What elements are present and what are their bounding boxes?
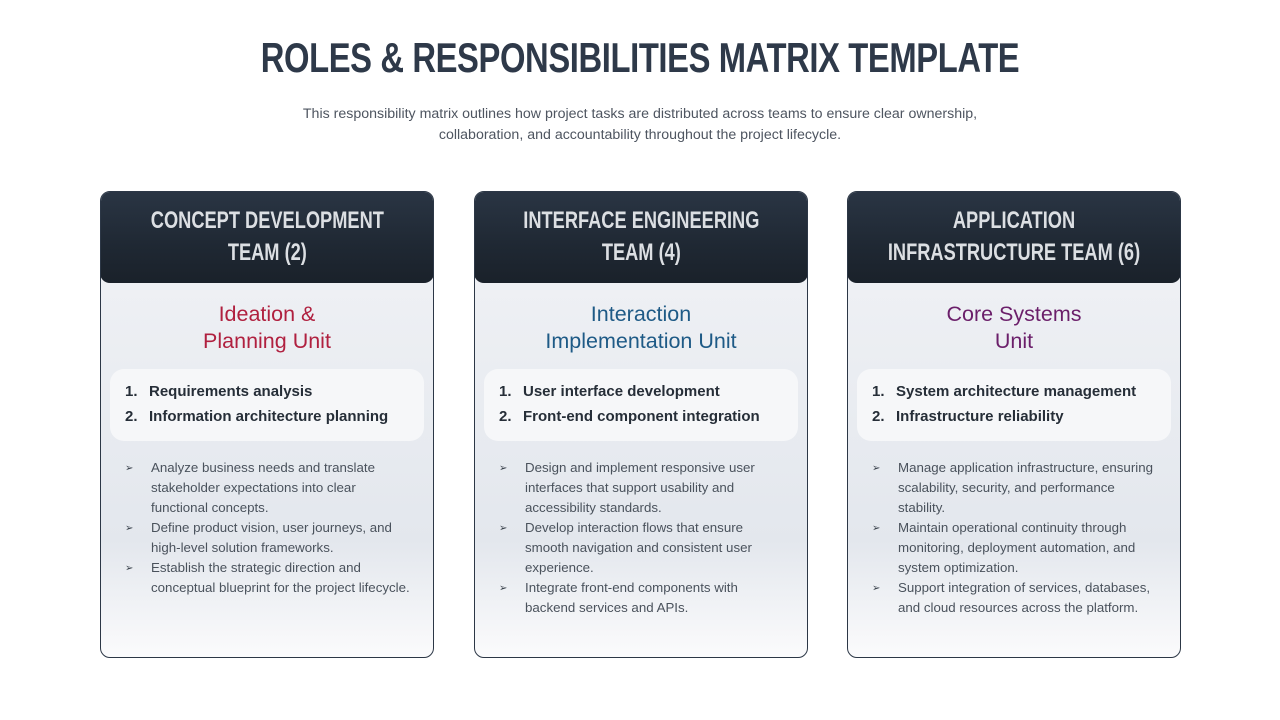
priority-item: 2. Information architecture planning: [125, 404, 424, 429]
priority-label: Requirements analysis: [149, 383, 313, 400]
priority-item: 1. System architecture management: [872, 379, 1171, 404]
list-item-text: Develop interaction flows that ensure sm…: [525, 520, 752, 575]
arrow-bullet-icon: ➢: [872, 463, 881, 474]
arrow-bullet-icon: ➢: [125, 563, 134, 574]
list-item-text: Analyze business needs and translate sta…: [151, 460, 375, 515]
priority-label: User interface development: [523, 383, 720, 400]
priority-label: Infrastructure reliability: [896, 408, 1064, 425]
priority-item: 1. Requirements analysis: [125, 379, 424, 404]
team-header: CONCEPT DEVELOPMENT TEAM (2): [101, 192, 433, 283]
priority-item: 2. Infrastructure reliability: [872, 404, 1171, 429]
arrow-bullet-icon: ➢: [125, 463, 134, 474]
team-name: APPLICATION INFRASTRUCTURE TEAM (6): [887, 207, 1141, 266]
list-item-text: Define product vision, user journeys, an…: [151, 520, 392, 555]
priority-list: 1. Requirements analysis 2. Information …: [110, 369, 424, 441]
arrow-bullet-icon: ➢: [499, 583, 508, 594]
priority-number: 1.: [499, 383, 512, 400]
arrow-bullet-icon: ➢: [872, 523, 881, 534]
page-subtitle: This responsibility matrix outlines how …: [240, 104, 1040, 146]
unit-title: Interaction Implementation Unit: [545, 302, 737, 353]
priority-number: 2.: [125, 408, 138, 425]
priority-label: System architecture management: [896, 383, 1137, 400]
list-item-text: Design and implement responsive user int…: [525, 460, 755, 515]
priority-list: 1. User interface development 2. Front-e…: [484, 369, 798, 441]
priority-label: Front-end component integration: [523, 408, 760, 425]
list-item-text: Manage application infrastructure, ensur…: [898, 460, 1154, 515]
subtitle-line-2: collaboration, and accountability throug…: [438, 127, 842, 143]
list-item: ➢ Establish the strategic direction and …: [125, 558, 415, 598]
page-title: ROLES & RESPONSIBILITIES MATRIX TEMPLATE: [260, 34, 1020, 81]
list-item-text: Support integration of services, databas…: [898, 580, 1151, 615]
list-item: ➢ Support integration of services, datab…: [872, 578, 1162, 618]
team-card-concept-development: CONCEPT DEVELOPMENT TEAM (2) Ideation & …: [100, 191, 434, 658]
priority-item: 2. Front-end component integration: [499, 404, 798, 429]
list-item-text: Maintain operational continuity through …: [898, 520, 1136, 575]
list-item: ➢ Develop interaction flows that ensure …: [499, 518, 789, 578]
arrow-bullet-icon: ➢: [872, 583, 881, 594]
priority-label: Information architecture planning: [149, 408, 389, 425]
priority-number: 1.: [872, 383, 885, 400]
subtitle-line-1: This responsibility matrix outlines how …: [302, 106, 978, 122]
team-header: INTERFACE ENGINEERING TEAM (4): [475, 192, 807, 283]
unit-title: Ideation & Planning Unit: [203, 302, 331, 353]
team-card-interface-engineering: INTERFACE ENGINEERING TEAM (4) Interacti…: [474, 191, 808, 658]
list-item-text: Establish the strategic direction and co…: [151, 560, 410, 595]
list-item: ➢ Define product vision, user journeys, …: [125, 518, 415, 558]
arrow-bullet-icon: ➢: [499, 523, 508, 534]
list-item: ➢ Maintain operational continuity throug…: [872, 518, 1162, 578]
list-item: ➢ Analyze business needs and translate s…: [125, 458, 415, 518]
priority-number: 2.: [872, 408, 885, 425]
responsibility-list: ➢ Design and implement responsive user i…: [499, 458, 789, 618]
priority-item: 1. User interface development: [499, 379, 798, 404]
priority-number: 1.: [125, 383, 138, 400]
priority-list: 1. System architecture management 2. Inf…: [857, 369, 1171, 441]
list-item: ➢ Manage application infrastructure, ens…: [872, 458, 1162, 518]
arrow-bullet-icon: ➢: [499, 463, 508, 474]
list-item-text: Integrate front-end components with back…: [525, 580, 738, 615]
list-item: ➢ Integrate front-end components with ba…: [499, 578, 789, 618]
unit-title: Core Systems Unit: [946, 302, 1082, 353]
arrow-bullet-icon: ➢: [125, 523, 134, 534]
responsibility-list: ➢ Manage application infrastructure, ens…: [872, 458, 1162, 618]
responsibility-list: ➢ Analyze business needs and translate s…: [125, 458, 415, 598]
team-header: APPLICATION INFRASTRUCTURE TEAM (6): [848, 192, 1180, 283]
priority-number: 2.: [499, 408, 512, 425]
team-card-application-infrastructure: APPLICATION INFRASTRUCTURE TEAM (6) Core…: [847, 191, 1181, 658]
list-item: ➢ Design and implement responsive user i…: [499, 458, 789, 518]
team-name: CONCEPT DEVELOPMENT TEAM (2): [150, 207, 384, 266]
team-name: INTERFACE ENGINEERING TEAM (4): [522, 207, 760, 266]
